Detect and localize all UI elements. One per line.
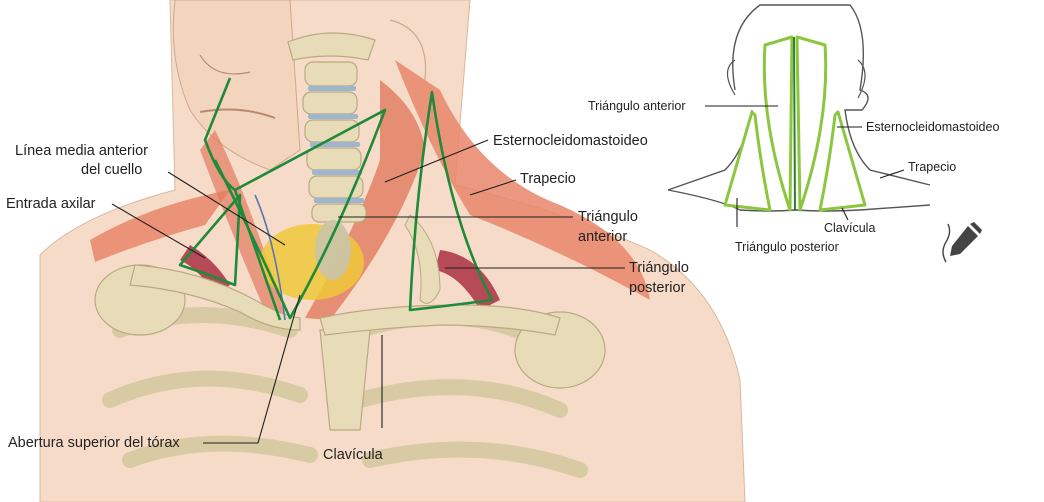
- inset-label-esternocleidomastoideo: Esternocleidomastoideo: [866, 120, 999, 134]
- label-esternocleidomastoideo: Esternocleidomastoideo: [493, 133, 648, 149]
- main-illustration: Línea media anterior del cuello Entrada …: [6, 0, 746, 502]
- inset-schematic: Triángulo anterior Esternocleidomastoide…: [588, 4, 999, 254]
- label-triangulo-posterior-1: Triángulo: [629, 260, 689, 276]
- nose-hint: [199, 54, 251, 75]
- inset-label-trapecio: Trapecio: [908, 160, 956, 174]
- ear-hint: [389, 19, 427, 81]
- label-entrada-axilar: Entrada axilar: [6, 196, 96, 212]
- inset-posterior-triangle-left: [723, 110, 772, 212]
- trapezius-muscle: [395, 60, 650, 300]
- inset-label-clavicula: Clavícula: [824, 221, 875, 235]
- axillary-inlet-boundary: [178, 193, 242, 287]
- mouth-hint: [199, 108, 276, 119]
- inset-anterior-triangle-right: [795, 35, 828, 212]
- inset-posterior-triangle-right: [818, 110, 867, 212]
- scalene-muscle-right: [435, 250, 500, 310]
- inset-shoulder-line: [667, 189, 931, 212]
- inset-ear-left: [726, 59, 736, 96]
- triangle-boundaries: [178, 77, 494, 321]
- label-clavicula: Clavícula: [323, 447, 384, 463]
- inset-label-triangulo-anterior: Triángulo anterior: [588, 99, 686, 113]
- cervical-vertebrae: [287, 32, 376, 223]
- label-linea-media-2: del cuello: [81, 162, 142, 178]
- midline-boundary: [233, 189, 282, 321]
- label-triangulo-anterior-2: anterior: [578, 229, 627, 245]
- inset-green-regions: [723, 35, 867, 212]
- torso-skin: [39, 0, 746, 502]
- posterior-triangle-boundary: [408, 90, 494, 312]
- intervertebral-discs: [308, 86, 364, 203]
- label-linea-media-1: Línea media anterior: [15, 143, 148, 159]
- trachea: [315, 220, 351, 280]
- label-trapecio: Trapecio: [520, 171, 576, 187]
- inset-midline: [793, 36, 796, 211]
- clavicle-left: [129, 264, 301, 331]
- main-leaders: [111, 139, 625, 444]
- face-outline: [172, 0, 301, 171]
- inset-ear-right: [857, 59, 866, 99]
- inset-leaders: [705, 105, 905, 227]
- label-triangulo-anterior-1: Triángulo: [578, 209, 638, 225]
- main-text-labels: Línea media anterior del cuello Entrada …: [6, 133, 689, 463]
- inset-text-labels: Triángulo anterior Esternocleidomastoide…: [588, 99, 999, 254]
- left-trapezius-muscle: [90, 190, 230, 262]
- label-abertura-superior: Abertura superior del tórax: [8, 435, 180, 451]
- inset-anterior-triangle-left: [762, 35, 794, 212]
- inset-label-triangulo-posterior: Triángulo posterior: [735, 240, 839, 254]
- sternocleidomastoid-right: [305, 80, 425, 320]
- label-triangulo-posterior-2: posterior: [629, 280, 686, 296]
- pencil-icon[interactable]: [942, 222, 982, 263]
